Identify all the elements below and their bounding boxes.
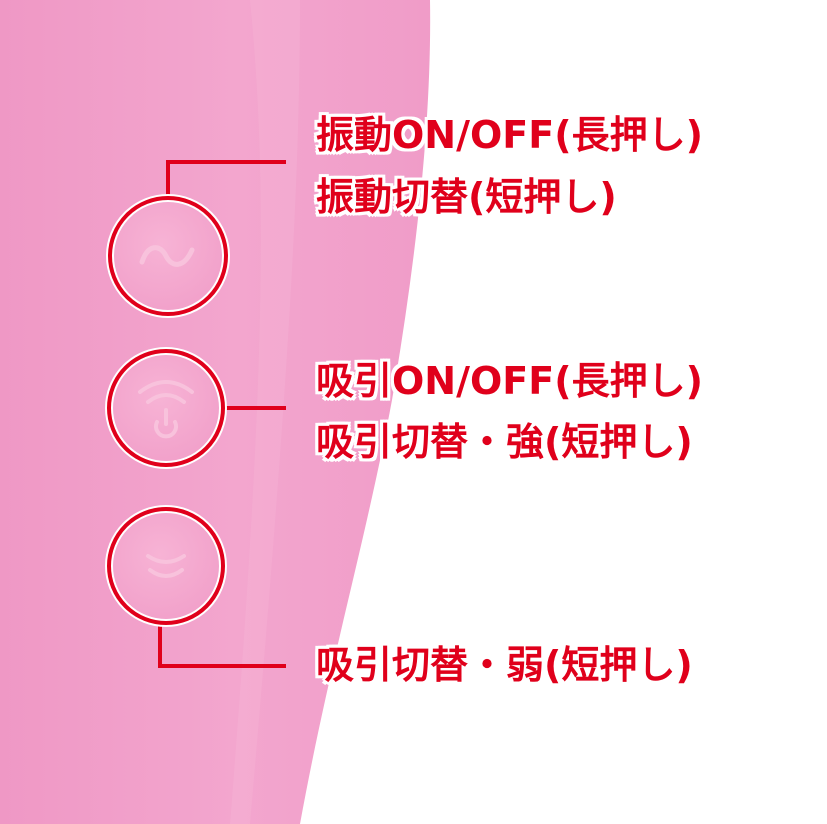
wave-icon bbox=[139, 245, 195, 267]
suction-longpress-label: 吸引ON/OFF(長押し) bbox=[316, 359, 703, 403]
callout-line-suction-weak bbox=[158, 626, 286, 668]
vibration-button[interactable] bbox=[106, 194, 230, 318]
suction-strong-button[interactable] bbox=[105, 347, 227, 469]
suction-weak-shortpress-label: 吸引切替・弱(短押し) bbox=[316, 643, 693, 687]
suction-weak-icon bbox=[146, 554, 186, 578]
device-sheen bbox=[230, 0, 300, 824]
vibration-shortpress-label: 振動切替(短押し) bbox=[316, 175, 617, 219]
suction-strong-shortpress-label: 吸引切替・強(短押し) bbox=[316, 420, 693, 464]
callout-line-vibration bbox=[166, 160, 286, 208]
suction-weak-button[interactable] bbox=[105, 505, 227, 627]
suction-power-icon bbox=[138, 380, 194, 439]
vibration-longpress-label: 振動ON/OFF(長押し) bbox=[316, 113, 703, 157]
